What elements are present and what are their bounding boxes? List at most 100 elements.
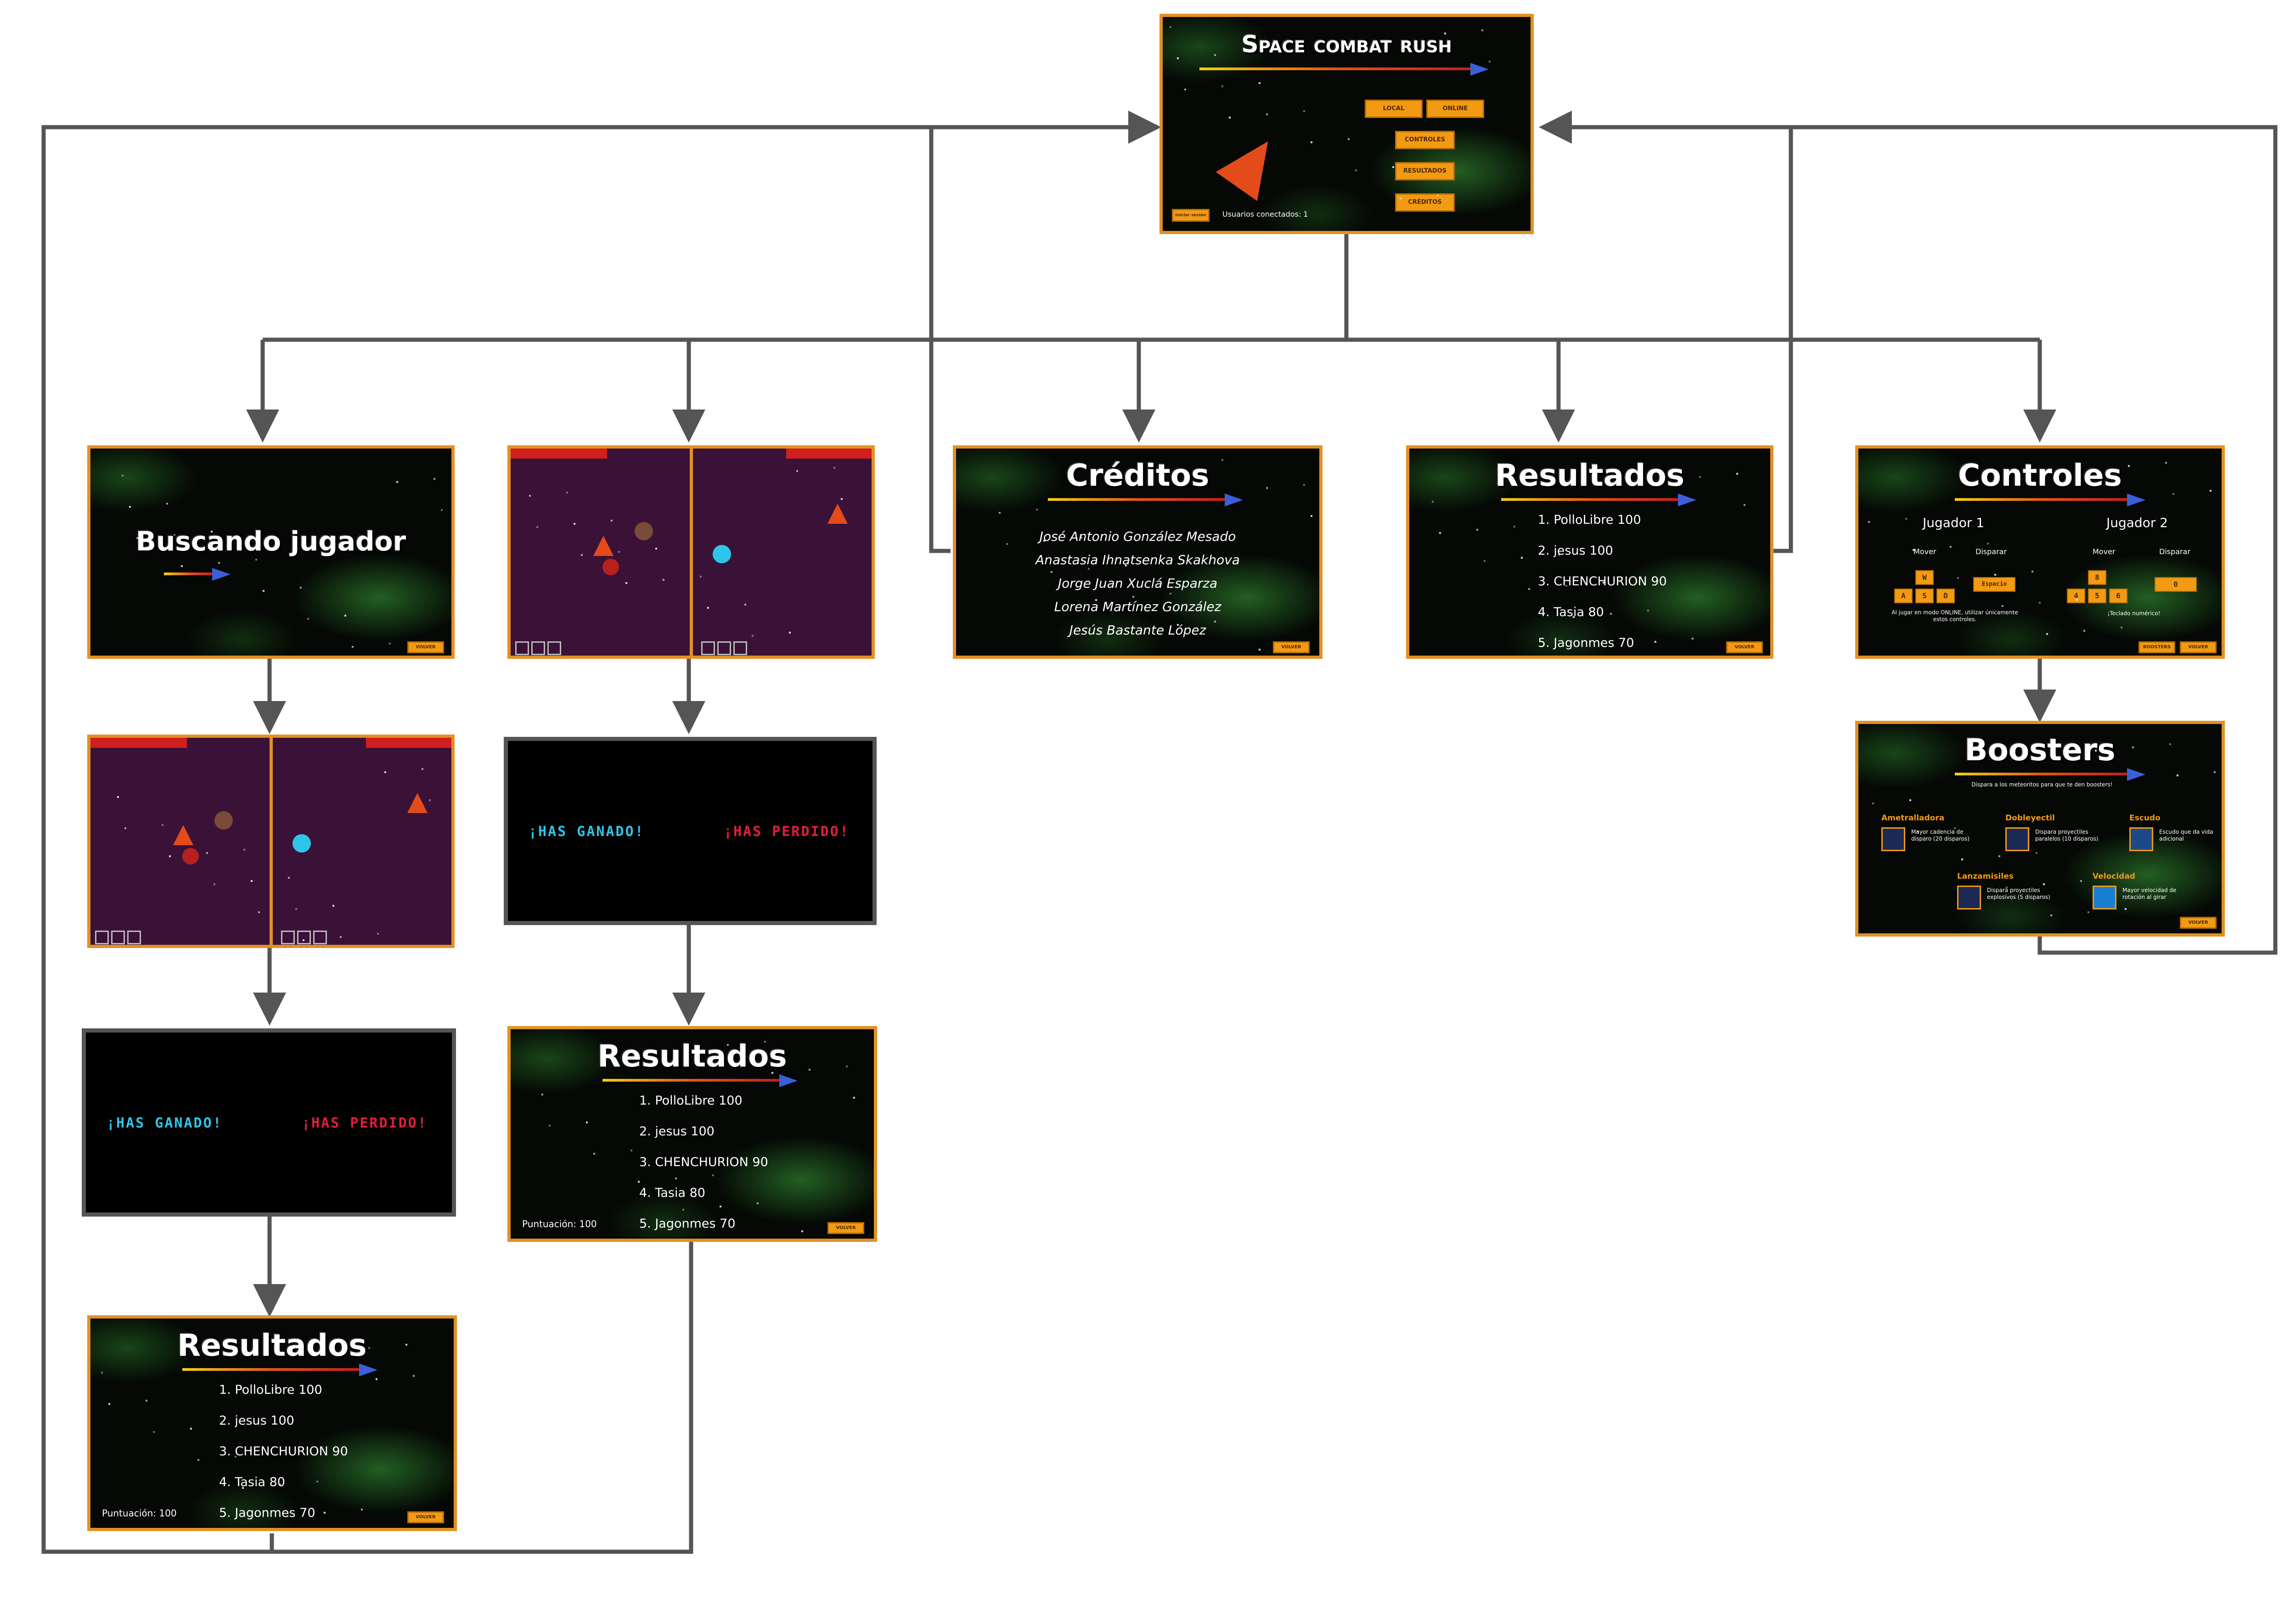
- star-icon: [1170, 26, 1171, 28]
- back-button[interactable]: VOLVER: [407, 641, 444, 653]
- controles-button[interactable]: CONTROLES: [1395, 131, 1455, 149]
- rocket-icon: [1225, 494, 1243, 506]
- back-button[interactable]: VOLVER: [2180, 917, 2217, 929]
- key-8: 8: [2088, 570, 2106, 585]
- player1-label: Jugador 1: [1923, 515, 1985, 530]
- credits-title: Créditos: [1066, 458, 1210, 493]
- booster-slot: [515, 641, 529, 655]
- star-icon: [2046, 633, 2048, 635]
- star-icon: [682, 1209, 684, 1211]
- booster-name: Ametralladora: [1881, 814, 1945, 823]
- star-icon: [1311, 141, 1312, 143]
- lose-message: ¡HAS PERDIDO!: [724, 824, 850, 840]
- login-button[interactable]: Iniciar sesión: [1172, 209, 1210, 222]
- local-game-screen: [87, 735, 455, 948]
- star-icon: [675, 1178, 677, 1179]
- star-icon: [1954, 827, 1956, 829]
- star-icon: [243, 849, 245, 851]
- star-icon: [1303, 484, 1305, 486]
- booster-slot: [297, 931, 311, 944]
- star-icon: [541, 1094, 543, 1095]
- star-icon: [251, 880, 253, 882]
- star-icon: [124, 827, 126, 829]
- star-icon: [2080, 880, 2082, 882]
- booster-slot: [95, 931, 109, 944]
- star-icon: [396, 481, 398, 483]
- shield-planet-icon: [293, 834, 311, 853]
- star-icon: [618, 551, 620, 553]
- star-icon: [1132, 596, 1134, 598]
- back-button[interactable]: VOLVER: [1273, 641, 1310, 653]
- shield-icon: [2129, 827, 2153, 851]
- back-button[interactable]: VOLVER: [2180, 641, 2217, 653]
- star-icon: [1521, 557, 1523, 559]
- star-icon: [1699, 476, 1701, 478]
- star-icon: [1489, 61, 1491, 62]
- back-button[interactable]: VOLVER: [407, 1511, 444, 1523]
- booster-desc: Mayor velocidad de rotación al girar: [2122, 887, 2177, 900]
- star-icon: [700, 576, 702, 578]
- star-icon: [2121, 627, 2122, 629]
- credit-name: Jorge Juan Xuclá Esparza: [1058, 576, 1218, 591]
- title-underline: [602, 1079, 782, 1082]
- credit-name: José Antonio González Mesado: [1039, 529, 1236, 544]
- game-title: Space combat rush: [1241, 31, 1452, 58]
- star-icon: [1214, 621, 1216, 623]
- star-icon: [129, 506, 131, 508]
- enemy-ship-icon: [173, 825, 193, 845]
- star-icon: [166, 503, 168, 505]
- booster-slot: [717, 641, 731, 655]
- credit-name: Anastasia Ihnatsenka Skakhova: [1035, 552, 1240, 567]
- creditos-button[interactable]: CRÉDITOS: [1395, 193, 1455, 212]
- star-icon: [1348, 138, 1350, 140]
- booster-slot: [281, 931, 295, 944]
- star-icon: [789, 632, 791, 634]
- boosters-button[interactable]: BOOSTERS: [2138, 641, 2175, 653]
- rocket-icon: [212, 568, 231, 581]
- resultados-button[interactable]: RESULTADOS: [1395, 162, 1455, 180]
- star-icon: [344, 615, 346, 617]
- local-button[interactable]: LOCAL: [1365, 100, 1423, 118]
- rocket-icon: [359, 1364, 377, 1376]
- back-button[interactable]: VOLVER: [827, 1222, 864, 1234]
- star-icon: [1214, 54, 1216, 56]
- online-button[interactable]: ONLINE: [1426, 100, 1484, 118]
- star-icon: [2036, 852, 2037, 854]
- star-icon: [2210, 490, 2212, 492]
- rocket-icon: [1470, 63, 1489, 76]
- star-icon: [255, 559, 257, 561]
- star-icon: [153, 1431, 155, 1433]
- title-underline: [1955, 773, 2129, 775]
- player2-label: Jugador 2: [2106, 515, 2168, 530]
- star-icon: [413, 1375, 415, 1377]
- star-icon: [1913, 549, 1914, 551]
- star-icon: [405, 1344, 407, 1346]
- star-icon: [796, 470, 798, 472]
- star-icon: [1654, 641, 1656, 643]
- star-icon: [429, 799, 431, 801]
- star-icon: [1950, 546, 1952, 548]
- star-icon: [331, 1350, 333, 1352]
- key-d: D: [1936, 589, 1955, 603]
- win-message: ¡HAS GANADO!: [107, 1115, 223, 1131]
- star-icon: [190, 1428, 192, 1430]
- star-icon: [593, 1153, 595, 1155]
- star-icon: [1868, 521, 1870, 523]
- star-icon: [441, 509, 443, 511]
- star-icon: [2039, 602, 2041, 604]
- star-icon: [1177, 57, 1179, 59]
- back-button[interactable]: VOLVER: [1726, 641, 1763, 653]
- result-entry: 5. Jagonmes 70: [1538, 636, 1634, 650]
- shoot-label: Disparar: [2159, 547, 2191, 556]
- star-icon: [2050, 915, 2052, 916]
- key-w: W: [1915, 570, 1934, 585]
- booster-slot: [701, 641, 715, 655]
- star-icon: [211, 531, 213, 533]
- star-icon: [384, 771, 386, 773]
- result-entry: 3. CHENCHURION 90: [639, 1155, 768, 1169]
- star-icon: [1266, 113, 1268, 115]
- star-icon: [2165, 462, 2167, 464]
- booster-slot: [547, 641, 561, 655]
- star-icon: [1736, 473, 1738, 475]
- star-icon: [1573, 616, 1575, 618]
